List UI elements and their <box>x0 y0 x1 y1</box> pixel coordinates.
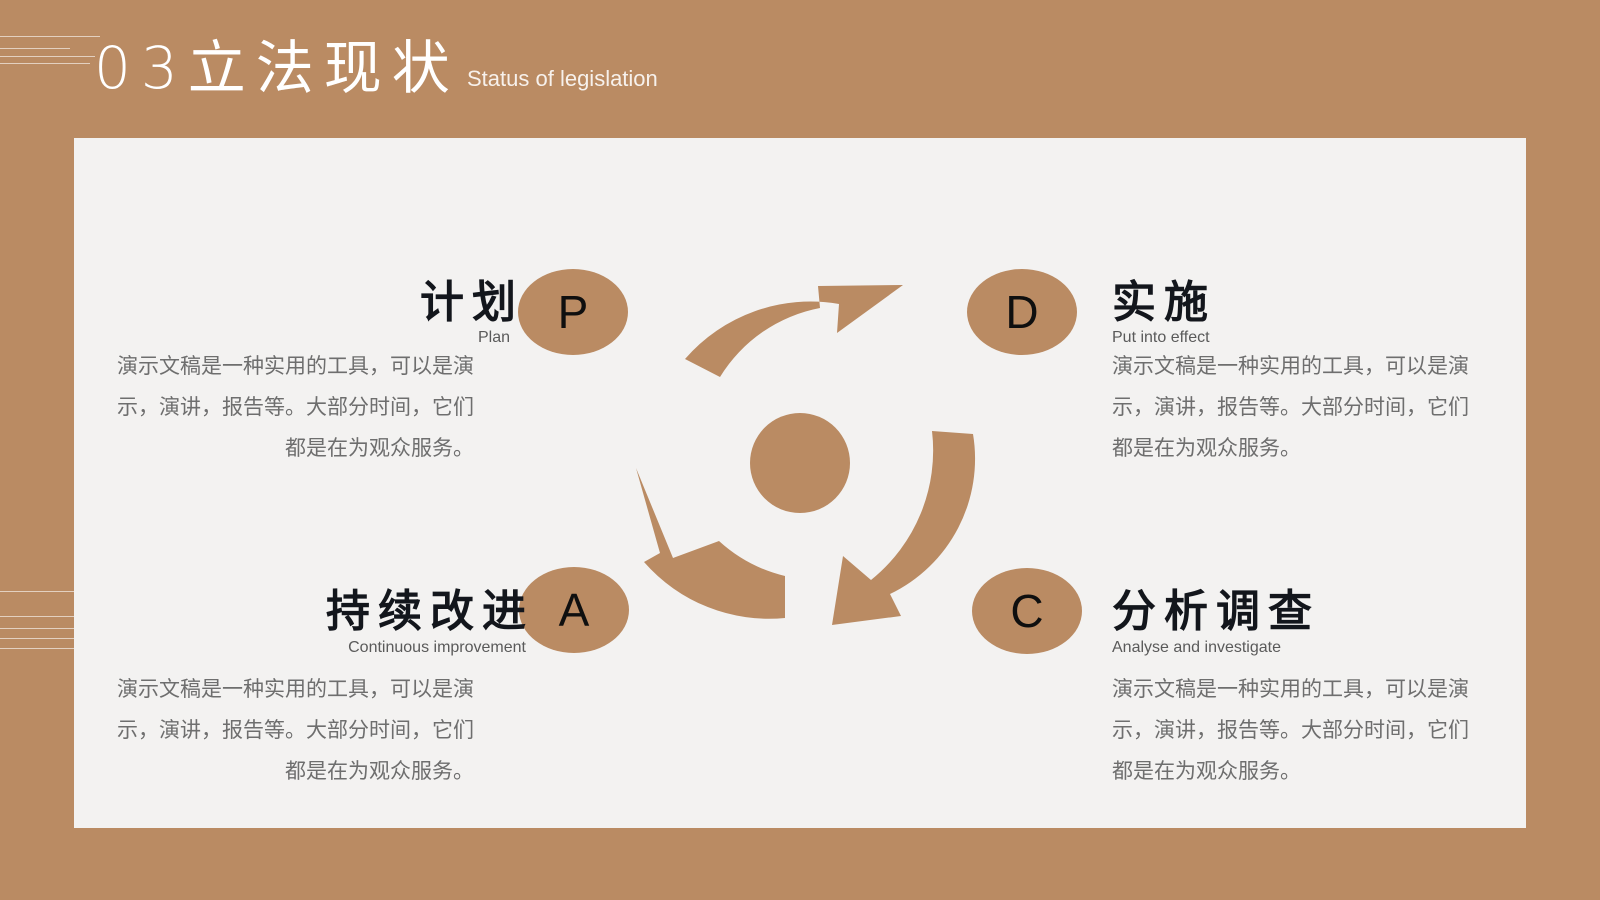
node-a-label: A <box>558 584 590 636</box>
node-c-shape <box>972 568 1082 654</box>
node-d-label: D <box>1005 286 1039 338</box>
decorative-line <box>0 36 100 37</box>
step-check-description: 演示文稿是一种实用的工具，可以是演示，演讲，报告等。大部分时间，它们都是在为观众… <box>1112 677 1469 783</box>
step-check-subtitle: Analyse and investigate <box>1112 639 1281 656</box>
step-act-title: 持续改进 <box>326 586 534 637</box>
step-check-title: 分析调查 <box>1112 586 1320 637</box>
node-c-label: C <box>1010 585 1044 637</box>
content-panel: P D A C 计划 Plan 演示文稿是一种实用的工具，可以是演示，演讲，报告… <box>74 138 1526 828</box>
step-do-description: 演示文稿是一种实用的工具，可以是演示，演讲，报告等。大部分时间，它们都是在为观众… <box>1112 354 1469 460</box>
cycle-arrow-icon <box>685 285 903 377</box>
cycle-arrow-icon <box>636 468 785 619</box>
decorative-line <box>0 616 105 617</box>
page-subtitle: Status of legislation <box>467 66 658 91</box>
decorative-line <box>0 648 145 649</box>
decorative-line <box>0 63 90 64</box>
decorative-line <box>0 56 95 57</box>
cycle-arrow-icon <box>832 431 976 625</box>
node-d-shape <box>967 269 1077 355</box>
step-do-title: 实施 <box>1112 277 1216 328</box>
step-act-description: 演示文稿是一种实用的工具，可以是演示，演讲，报告等。大部分时间，它们都是在为观众… <box>117 677 474 783</box>
step-plan-description: 演示文稿是一种实用的工具，可以是演示，演讲，报告等。大部分时间，它们都是在为观众… <box>117 354 474 460</box>
step-do-subtitle: Put into effect <box>1112 329 1210 346</box>
decorative-line <box>0 48 70 49</box>
node-p-label: P <box>557 286 589 338</box>
step-plan-subtitle: Plan <box>477 329 510 346</box>
node-a-shape <box>519 567 629 653</box>
step-plan-title: 计划 <box>420 277 524 328</box>
page-title: 03立法现状 <box>94 34 460 102</box>
decorative-line <box>0 638 145 639</box>
node-p-shape <box>518 269 628 355</box>
step-act-subtitle: Continuous improvement <box>348 639 526 656</box>
cycle-center-circle <box>750 413 850 513</box>
pdca-cycle-diagram <box>518 269 1082 654</box>
